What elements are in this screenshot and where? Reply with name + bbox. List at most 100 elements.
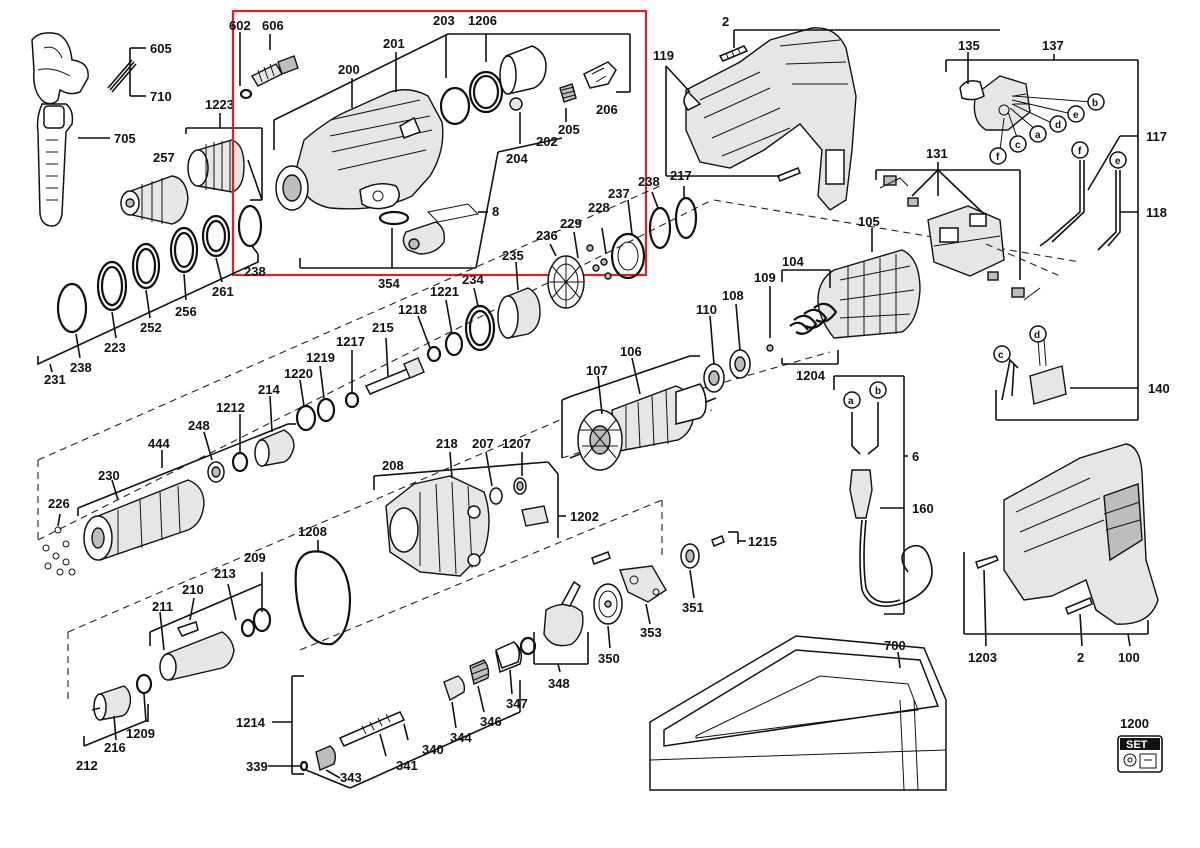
shaft-216 <box>91 673 153 721</box>
label-206: 206 <box>596 102 618 117</box>
label-256: 256 <box>175 304 197 319</box>
spring-1204 <box>766 302 838 352</box>
label-200: 200 <box>338 62 360 77</box>
ring-row-left <box>56 204 263 334</box>
stator-105 <box>817 249 921 339</box>
terminal-a-label: a <box>1035 130 1041 141</box>
balls-226 <box>42 526 76 576</box>
label-217: 217 <box>670 168 692 183</box>
label-606: 606 <box>262 18 284 33</box>
label-1214: 1214 <box>236 715 266 730</box>
set-icon: SET <box>1117 735 1163 773</box>
cord-c-label: c <box>998 350 1004 361</box>
label-205: 205 <box>558 122 580 137</box>
label-350: 350 <box>598 651 620 666</box>
label-354: 354 <box>378 276 400 291</box>
switch-assembly-135 <box>959 75 1031 131</box>
label-104: 104 <box>782 254 804 269</box>
seal-and-cap-354 <box>378 210 446 255</box>
label-1217: 1217 <box>336 334 365 349</box>
label-230: 230 <box>98 468 120 483</box>
label-602: 602 <box>229 18 251 33</box>
small-parts-207 <box>489 477 549 527</box>
label-252: 252 <box>140 320 162 335</box>
screw-2-top <box>718 45 749 62</box>
label-100: 100 <box>1118 650 1140 665</box>
label-108: 108 <box>722 288 744 303</box>
label-140: 140 <box>1148 381 1170 396</box>
label-118: 118 <box>1146 205 1167 220</box>
label-341: 341 <box>396 758 418 773</box>
label-216: 216 <box>104 740 126 755</box>
gear-350 <box>593 583 623 625</box>
label-203: 203 <box>433 13 455 28</box>
label-235: 235 <box>502 248 524 263</box>
bearing-row-234 <box>426 255 585 363</box>
label-1207: 1207 <box>502 436 531 451</box>
label-2-top: 2 <box>722 14 729 29</box>
power-cable-160: a b <box>843 381 933 607</box>
label-238-top: 238 <box>244 264 266 279</box>
label-1218: 1218 <box>398 302 427 317</box>
wire-e-label: e <box>1115 156 1121 167</box>
label-218: 218 <box>436 436 458 451</box>
gear-shaft-340 <box>299 641 521 772</box>
label-347: 347 <box>506 696 528 711</box>
highlight-small-parts <box>239 45 617 126</box>
label-1202: 1202 <box>570 509 599 524</box>
set-label: SET <box>1126 739 1148 751</box>
label-261: 261 <box>212 284 234 299</box>
label-119: 119 <box>653 48 674 63</box>
label-204: 204 <box>506 151 528 166</box>
screw-bottom-119 <box>777 167 801 182</box>
label-705: 705 <box>114 131 136 146</box>
label-248: 248 <box>188 418 210 433</box>
label-117: 117 <box>1146 129 1167 144</box>
label-201: 201 <box>383 36 405 51</box>
label-208: 208 <box>382 458 404 473</box>
highlight-box <box>231 9 648 277</box>
label-444: 444 <box>148 436 170 451</box>
label-109: 109 <box>754 270 776 285</box>
label-353: 353 <box>640 625 662 640</box>
label-1223: 1223 <box>205 97 234 112</box>
label-1203: 1203 <box>968 650 997 665</box>
label-1215: 1215 <box>748 534 777 549</box>
label-237: 237 <box>608 186 630 201</box>
label-1209: 1209 <box>126 726 155 741</box>
terminal-f-label: f <box>996 152 1000 163</box>
cable-b-label: b <box>875 386 881 397</box>
gear-carrier-208 <box>385 475 490 577</box>
label-1204: 1204 <box>796 368 826 383</box>
gasket-1208 <box>294 550 352 646</box>
switch-terminals: b e d a c f <box>989 93 1105 165</box>
cord-d-label: d <box>1034 330 1040 341</box>
label-344: 344 <box>450 730 472 745</box>
label-209: 209 <box>244 550 266 565</box>
spindle-230 <box>83 479 205 561</box>
label-339: 339 <box>246 759 268 774</box>
gear-housing-200 <box>275 89 444 211</box>
label-231: 231 <box>44 372 66 387</box>
label-207: 207 <box>472 436 494 451</box>
striker-215 <box>344 357 425 409</box>
guide-dash-4 <box>67 419 561 633</box>
label-110: 110 <box>696 302 717 317</box>
guide-dash-3 <box>37 185 661 461</box>
cable-a-label: a <box>848 396 854 407</box>
tool-housing-100 <box>975 443 1159 625</box>
label-212: 212 <box>76 758 98 773</box>
label-137: 137 <box>1042 38 1064 53</box>
label-105: 105 <box>858 214 880 229</box>
label-343: 343 <box>340 770 362 785</box>
plate-353 <box>591 551 667 603</box>
label-1212: 1212 <box>216 400 245 415</box>
label-226: 226 <box>48 496 70 511</box>
sleeve-211 <box>159 607 272 681</box>
label-106: 106 <box>620 344 642 359</box>
terminal-c-label: c <box>1015 140 1021 151</box>
side-handle-705 <box>31 32 137 227</box>
terminal-d-label: d <box>1055 120 1061 131</box>
label-340: 340 <box>422 742 444 757</box>
cord-set-140: c d <box>993 325 1067 405</box>
